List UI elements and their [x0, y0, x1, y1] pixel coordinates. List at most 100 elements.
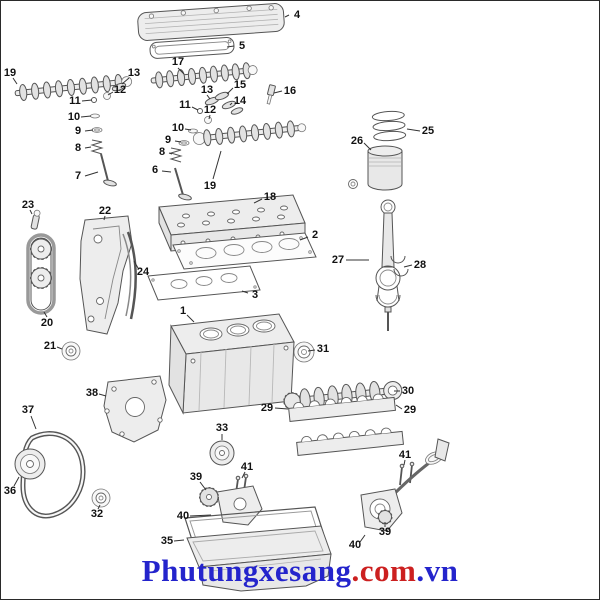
callout-29: 29	[261, 402, 273, 414]
callout-24: 24	[137, 266, 150, 278]
callout-4: 4	[294, 9, 301, 21]
callout-36: 36	[4, 485, 16, 497]
leader-line	[29, 209, 33, 215]
leader-line	[363, 142, 372, 151]
callout-12: 12	[204, 104, 216, 116]
callout-8: 8	[159, 146, 165, 158]
leader-line	[168, 152, 173, 155]
callout-22: 22	[99, 205, 111, 217]
leader-line	[206, 94, 211, 100]
lower-gasket	[147, 265, 261, 301]
leader-line	[43, 311, 48, 318]
leader-line	[97, 504, 101, 510]
leader-line	[30, 415, 37, 430]
crank-pulley	[14, 448, 46, 480]
leader-line	[84, 146, 92, 149]
oil-pump	[199, 473, 263, 526]
camshaft-left	[14, 74, 133, 101]
callout-6: 6	[152, 164, 158, 176]
leader-line	[406, 128, 421, 132]
callout-38: 38	[86, 387, 98, 399]
callout-20: 20	[41, 317, 53, 329]
chain-guide-rail	[122, 231, 137, 320]
valve-assembly-left	[90, 113, 117, 187]
callout-5: 5	[239, 40, 245, 52]
leader-line	[56, 346, 63, 350]
callout-31: 31	[317, 343, 329, 355]
pump-sprocket	[378, 510, 392, 524]
callout-41: 41	[241, 461, 253, 473]
callout-10: 10	[172, 122, 184, 134]
piston	[348, 145, 403, 191]
wrist-pin	[348, 179, 358, 189]
leader-line	[186, 314, 195, 323]
leader-line	[177, 67, 185, 75]
leader-line	[359, 534, 366, 543]
leader-line	[226, 45, 235, 48]
callout-11: 11	[69, 95, 81, 107]
leader-line	[229, 102, 233, 106]
leader-line	[80, 115, 92, 118]
callout-9: 9	[75, 125, 81, 137]
callout-1: 1	[180, 305, 186, 317]
callout-32: 32	[91, 508, 103, 520]
callout-23: 23	[22, 199, 34, 211]
leader-line	[212, 150, 222, 180]
leader-line	[253, 198, 263, 204]
callout-40: 40	[177, 510, 189, 522]
leader-line	[307, 349, 316, 352]
leader-line	[12, 77, 18, 85]
main-bearing-strip-lower	[296, 427, 404, 456]
connecting-rod	[375, 199, 401, 331]
pickup-tube	[389, 461, 430, 499]
leader-line	[274, 407, 289, 410]
timing-chain-sprockets	[26, 233, 56, 315]
oil-pan	[186, 525, 332, 592]
leader-line	[173, 539, 185, 542]
leader-line	[273, 90, 283, 94]
leader-line	[98, 393, 107, 397]
callout-39: 39	[379, 526, 391, 538]
callout-17: 17	[172, 56, 184, 68]
callout-16: 16	[284, 85, 296, 97]
callout-14: 14	[234, 95, 247, 107]
callout-3: 3	[252, 289, 258, 301]
leader-line	[208, 114, 211, 120]
callout-15: 15	[234, 79, 246, 91]
leader-line	[241, 471, 246, 479]
callout-41: 41	[399, 449, 411, 461]
callout-35: 35	[161, 535, 173, 547]
callout-7: 7	[75, 170, 81, 182]
valve	[100, 153, 109, 182]
camshaft-center	[150, 62, 258, 89]
callout-33: 33	[216, 422, 228, 434]
callout-30: 30	[402, 385, 414, 397]
callout-39: 39	[190, 471, 202, 483]
camshaft-exhaust	[192, 120, 307, 147]
valve-spring	[90, 139, 104, 155]
callout-29: 29	[404, 404, 416, 416]
callout-28: 28	[414, 259, 426, 271]
watermark-segment-3: .vn	[416, 553, 459, 588]
leader-line	[226, 87, 234, 95]
valve-cover	[137, 3, 285, 41]
watermark-segment-2: .com	[351, 553, 417, 588]
rod-bearing-shells	[390, 255, 409, 277]
leader-line	[184, 128, 192, 131]
crank-seal-front	[61, 341, 81, 361]
leader-line	[174, 140, 182, 143]
front-cover	[103, 375, 167, 443]
callout-37: 37	[22, 404, 34, 416]
callout-19: 19	[204, 180, 216, 192]
callout-2: 2	[312, 229, 318, 241]
leader-line	[121, 77, 130, 85]
leader-line	[161, 170, 172, 173]
leader-line	[199, 481, 207, 491]
callout-13: 13	[128, 67, 140, 79]
rear-main-seal	[293, 341, 315, 363]
callout-13: 13	[201, 84, 213, 96]
callout-8: 8	[75, 142, 81, 154]
